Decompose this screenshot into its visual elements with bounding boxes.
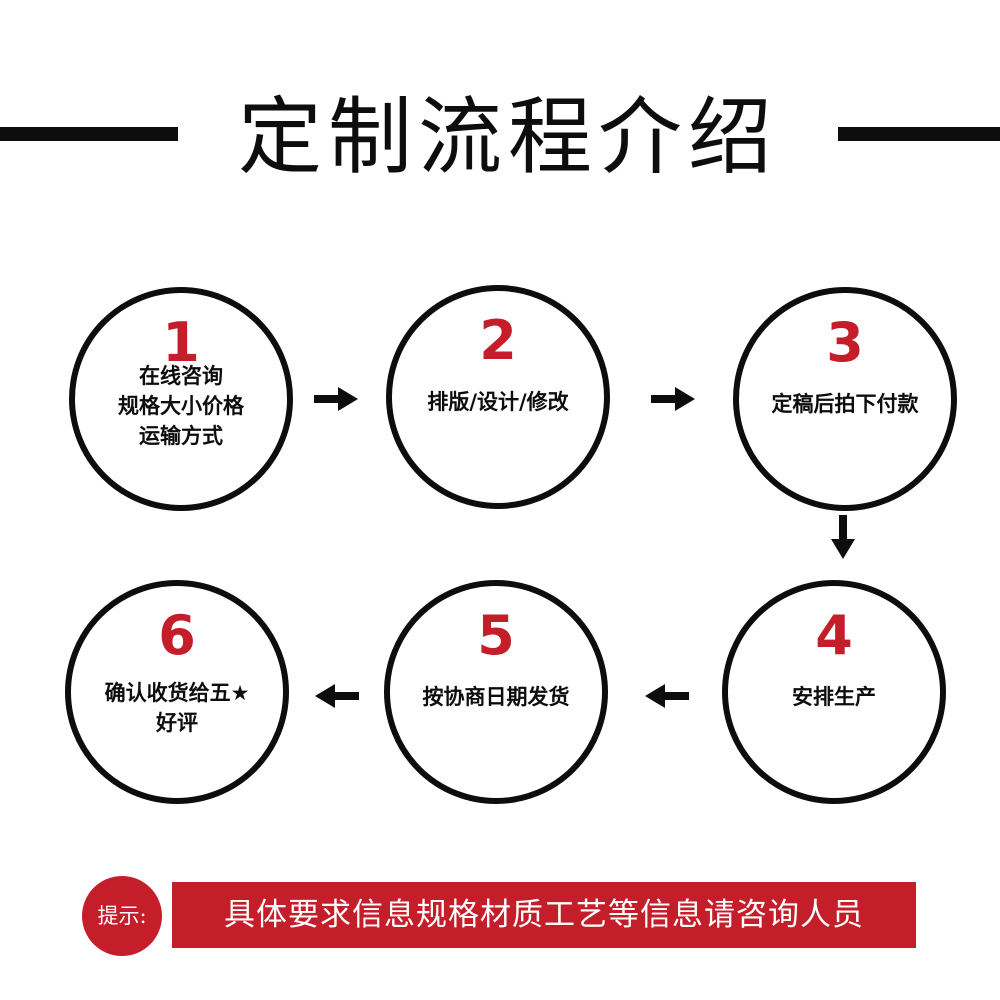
title-rule-right [838,127,1000,141]
step-label: 定稿后拍下付款 [749,389,941,419]
step-number: 6 [158,604,196,667]
step-label-line: 安排生产 [792,685,876,709]
step-2-circle: 2 排版/设计/修改 [386,285,610,509]
arrow-left-icon [645,684,689,708]
step-label-line: 定稿后拍下付款 [771,392,919,416]
arrow-right-icon [651,387,695,411]
step-number: 2 [479,309,517,372]
step-label-line: 运输方式 [139,424,223,448]
step-5-circle: 5 按协商日期发货 [384,580,608,804]
step-1-circle: 1 在线咨询 规格大小价格 运输方式 [69,287,293,511]
arrow-left-icon [315,684,359,708]
step-label-line: 好评 [156,711,198,735]
arrow-down-icon [831,515,855,559]
tip-banner: 具体要求信息规格材质工艺等信息请咨询人员 [172,882,916,948]
arrow-right-icon [314,387,358,411]
tip-badge: 提示: [82,876,162,956]
step-number: 5 [477,604,515,667]
step-label-line: 规格大小价格 [118,394,244,418]
step-label: 在线咨询 规格大小价格 运输方式 [85,361,277,451]
step-number: 4 [815,604,853,667]
step-label: 按协商日期发货 [400,682,592,712]
title-rule-left [0,127,178,141]
page-title: 定制流程介绍 [237,88,778,186]
step-label-line: 排版/设计/修改 [427,390,569,414]
step-6-circle: 6 确认收货给五★ 好评 [65,580,289,804]
step-label-line: 确认收货给五★ [104,681,250,705]
step-label: 确认收货给五★ 好评 [81,678,273,738]
step-label: 安排生产 [738,682,930,712]
step-label-line: 在线咨询 [139,364,223,388]
step-number: 1 [162,311,200,374]
step-number: 3 [826,311,864,374]
step-label: 排版/设计/修改 [402,387,594,417]
step-3-circle: 3 定稿后拍下付款 [733,287,957,511]
step-label-line: 按协商日期发货 [422,685,570,709]
step-4-circle: 4 安排生产 [722,580,946,804]
